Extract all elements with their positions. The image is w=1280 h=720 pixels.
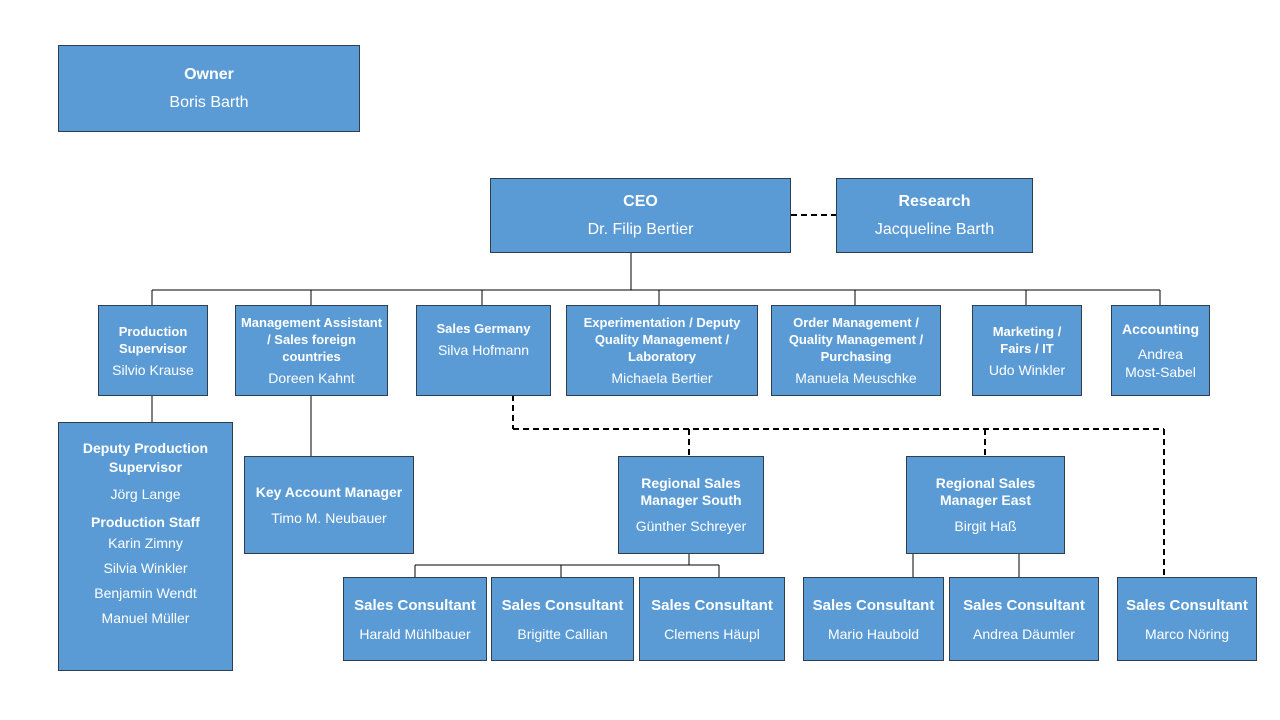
- owner-box: Owner Boris Barth: [58, 45, 360, 132]
- regional-east-box: Regional Sales Manager East Birgit Haß: [906, 456, 1065, 554]
- key-account-person: Timo M. Neubauer: [271, 509, 387, 526]
- sales-consultant-box: Sales Consultant Andrea Däumler: [949, 577, 1099, 661]
- sales-consultant-title: Sales Consultant: [651, 596, 773, 614]
- management-assistant-person: Doreen Kahnt: [268, 370, 355, 386]
- experimentation-person: Michaela Bertier: [611, 370, 713, 386]
- sales-germany-box: Sales Germany Silva Hofmann: [416, 305, 551, 396]
- production-supervisor-box: Production Supervisor Silvio Krause: [98, 305, 208, 396]
- sales-consultant-person: Andrea Däumler: [973, 625, 1075, 642]
- ceo-title: CEO: [623, 192, 658, 210]
- accounting-person-line1: Andrea: [1137, 346, 1184, 362]
- sales-consultant-box: Sales Consultant Marco Nöring: [1117, 577, 1257, 661]
- sales-consultant-title: Sales Consultant: [812, 596, 935, 614]
- sales-germany-person: Silva Hofmann: [437, 342, 530, 358]
- research-title: Research: [898, 192, 971, 210]
- order-management-box: Order Management / Quality Management / …: [771, 305, 941, 396]
- ceo-box: CEO Dr. Filip Bertier: [490, 178, 791, 253]
- sales-consultant-title: Sales Consultant: [1126, 596, 1248, 614]
- research-person: Jacqueline Barth: [874, 220, 995, 238]
- accounting-box: Accounting Andrea Most-Sabel: [1111, 305, 1210, 396]
- production-supervisor-person: Silvio Krause: [112, 361, 194, 378]
- owner-person: Boris Barth: [169, 93, 249, 111]
- production-staff-title: Production Staff: [91, 514, 200, 530]
- ceo-person: Dr. Filip Bertier: [587, 220, 694, 238]
- key-account-box: Key Account Manager Timo M. Neubauer: [244, 456, 414, 554]
- sales-consultant-person: Mario Haubold: [827, 625, 920, 642]
- management-assistant-box: Management Assistant / Sales foreign cou…: [235, 305, 388, 396]
- owner-title: Owner: [184, 65, 234, 83]
- regional-south-person: Günther Schreyer: [635, 518, 747, 534]
- deputy-production-title: Deputy Production Supervisor: [82, 440, 209, 475]
- sales-consultant-person: Brigitte Callian: [517, 625, 608, 642]
- order-management-person: Manuela Meuschke: [795, 370, 917, 386]
- accounting-person-line2: Most-Sabel: [1125, 364, 1196, 380]
- sales-consultant-title: Sales Consultant: [354, 596, 476, 614]
- marketing-title: Marketing / Fairs / IT: [992, 323, 1062, 356]
- order-management-title: Order Management / Quality Management / …: [788, 315, 924, 364]
- regional-east-person: Birgit Haß: [954, 518, 1017, 534]
- management-assistant-title: Management Assistant / Sales foreign cou…: [240, 315, 383, 364]
- sales-consultant-person: Harald Mühlbauer: [359, 625, 471, 642]
- research-box: Research Jacqueline Barth: [836, 178, 1033, 253]
- production-staff-member: Benjamin Wendt: [94, 585, 197, 601]
- production-staff-member: Silvia Winkler: [103, 560, 188, 576]
- production-staff-list: Karin Zimny Silvia Winkler Benjamin Wend…: [94, 531, 196, 631]
- sales-consultant-title: Sales Consultant: [963, 596, 1085, 614]
- sales-consultant-box: Sales Consultant Clemens Häupl: [639, 577, 785, 661]
- sales-consultant-box: Sales Consultant Harald Mühlbauer: [343, 577, 487, 661]
- sales-consultant-person: Marco Nöring: [1144, 625, 1230, 642]
- regional-east-title: Regional Sales Manager East: [935, 475, 1036, 508]
- regional-south-box: Regional Sales Manager South Günther Sch…: [618, 456, 764, 554]
- production-supervisor-title: Production Supervisor: [118, 323, 188, 356]
- regional-south-title: Regional Sales Manager South: [640, 475, 742, 508]
- production-staff-member: Karin Zimny: [108, 535, 183, 551]
- experimentation-box: Experimentation / Deputy Quality Managem…: [566, 305, 758, 396]
- deputy-production-box: Deputy Production Supervisor Jörg Lange …: [58, 422, 233, 671]
- experimentation-title: Experimentation / Deputy Quality Managem…: [583, 315, 741, 364]
- sales-consultant-box: Sales Consultant Brigitte Callian: [491, 577, 634, 661]
- key-account-title: Key Account Manager: [255, 483, 403, 500]
- accounting-title: Accounting: [1122, 321, 1199, 337]
- production-staff-member: Manuel Müller: [101, 610, 190, 626]
- deputy-production-person: Jörg Lange: [110, 486, 181, 502]
- marketing-person: Udo Winkler: [988, 361, 1066, 378]
- sales-consultant-box: Sales Consultant Mario Haubold: [803, 577, 944, 661]
- sales-consultant-title: Sales Consultant: [501, 596, 624, 614]
- sales-consultant-person: Clemens Häupl: [664, 625, 760, 642]
- marketing-box: Marketing / Fairs / IT Udo Winkler: [972, 305, 1082, 396]
- sales-germany-title: Sales Germany: [436, 321, 531, 336]
